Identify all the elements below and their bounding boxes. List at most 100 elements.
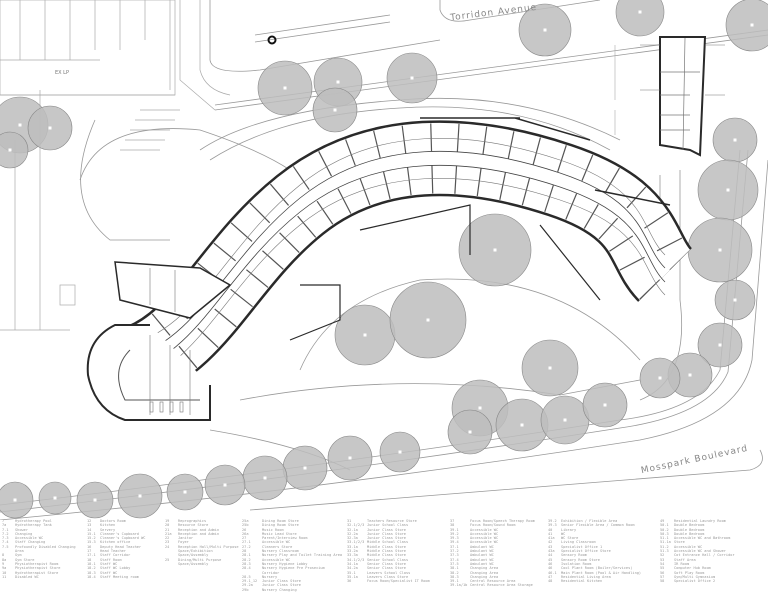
room-code: 35.1a bbox=[347, 574, 358, 579]
tree-trunk-marker bbox=[726, 188, 730, 192]
room-code: 28.4 bbox=[242, 566, 251, 571]
tree-trunk-marker bbox=[93, 498, 97, 502]
room-code: 34.2a bbox=[347, 566, 358, 571]
tree-trunk-marker bbox=[733, 298, 737, 302]
tree-trunk-marker bbox=[603, 403, 607, 407]
room-code: 28.1 bbox=[242, 553, 251, 558]
legend-row: 38 Focus Room/Sound Room bbox=[450, 523, 545, 527]
room-code: 8 bbox=[2, 553, 5, 558]
room-code: 39.3 bbox=[450, 536, 459, 541]
room-name: Gym bbox=[15, 553, 22, 558]
room-name: Junior Class Store bbox=[367, 536, 406, 541]
room-code: 18.1 bbox=[87, 561, 96, 566]
room-name: Space/Assembly bbox=[178, 553, 209, 558]
room-name: Parent/Interview Room bbox=[262, 536, 308, 541]
room-code: 7.4 bbox=[2, 540, 9, 545]
room-name: Exhibition / Flexible Area bbox=[561, 519, 618, 523]
room-name: Living Classroom bbox=[561, 540, 596, 545]
room-name: Focus Room/Sound Room bbox=[470, 523, 516, 528]
room-code: 31 bbox=[347, 519, 352, 523]
room-code: 32.3a bbox=[347, 536, 358, 541]
tree-trunk-marker bbox=[478, 406, 482, 410]
room-code: 38 bbox=[450, 523, 455, 528]
room-code: 43a bbox=[548, 549, 555, 554]
room-code: 37.3 bbox=[450, 553, 459, 558]
room-code: 15.1 bbox=[87, 531, 96, 536]
room-code: 33.1a bbox=[347, 544, 358, 549]
room-code: 20 bbox=[165, 523, 170, 528]
room-code: 9 bbox=[2, 561, 5, 566]
tree-trunk-marker bbox=[468, 430, 472, 434]
room-name: Middle Class Store bbox=[367, 549, 406, 554]
legend-row: 28.4 Nursery Hygiene Pre Prosecium Corrid… bbox=[242, 566, 344, 575]
room-code: 17.1 bbox=[87, 553, 96, 558]
room-name: Cool Plant Room (Boiler/Services) bbox=[561, 566, 633, 571]
room-code: 34.1/2/3 bbox=[347, 557, 365, 562]
room-code: 26 bbox=[242, 527, 247, 532]
room-name: Senior Flexible Area / Common Room bbox=[561, 523, 635, 528]
room-name: Ambulant WC bbox=[470, 553, 494, 558]
tree-trunk-marker bbox=[750, 23, 754, 27]
room-code: 39.2 bbox=[450, 531, 459, 536]
room-name: Janitor bbox=[178, 536, 194, 541]
trees bbox=[0, 0, 768, 519]
room-code: 38.2 bbox=[450, 570, 459, 575]
room-code: 53 bbox=[660, 557, 665, 562]
room-name: Focus Room/Speech Therapy Room bbox=[470, 519, 535, 523]
room-code: 39.1a/1b bbox=[450, 583, 468, 588]
room-name: Space/Assembly bbox=[178, 561, 209, 566]
room-code: 43 bbox=[548, 544, 553, 549]
room-code: 39.4 bbox=[450, 540, 459, 545]
room-name: Cot Entrance Hall / Corridor bbox=[674, 553, 735, 558]
room-name: Disabled WC bbox=[15, 574, 39, 579]
tree-trunk-marker bbox=[263, 476, 267, 480]
room-name: Nursery bbox=[262, 574, 278, 579]
room-name: Accessible WC bbox=[470, 527, 499, 532]
tree-trunk-marker bbox=[718, 248, 722, 252]
room-code: 33.1/2/3 bbox=[347, 540, 365, 545]
room-name: Accessible WC and Shower bbox=[674, 549, 726, 554]
room-code: 18.2 bbox=[87, 566, 96, 571]
room-code: 15.3 bbox=[87, 540, 96, 545]
room-code: 38.1 bbox=[450, 566, 459, 571]
room-name: Middle Class Store bbox=[367, 544, 406, 549]
room-code: 41a bbox=[548, 536, 555, 541]
tree-trunk-marker bbox=[398, 450, 402, 454]
room-name: Doctors Room bbox=[100, 519, 126, 523]
room-name: Nursery Hygiene Pre Prosecium Corridor bbox=[262, 566, 325, 575]
room-code: 47 bbox=[548, 574, 553, 579]
